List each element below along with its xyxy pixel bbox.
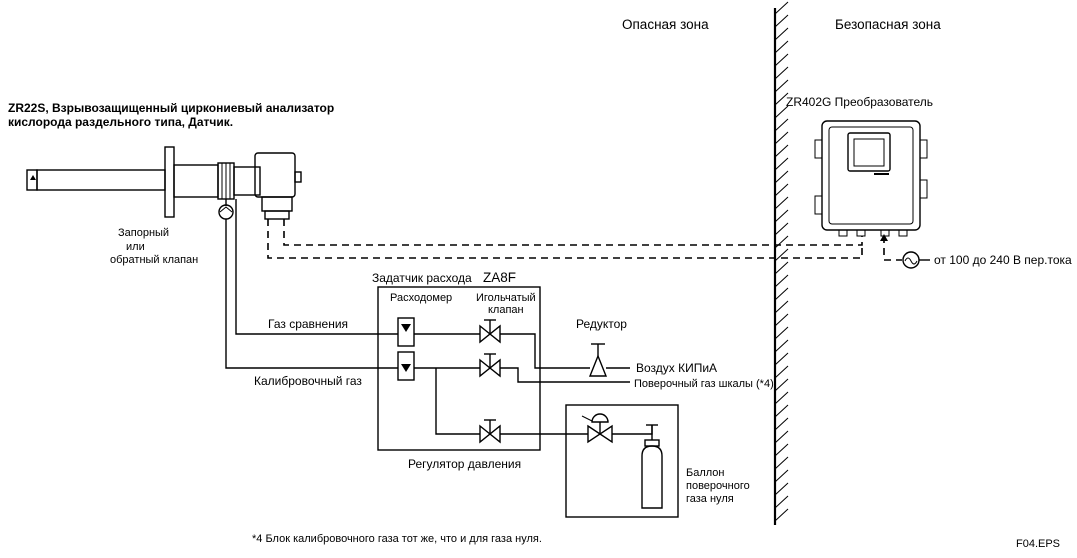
wall-hatch-line — [774, 196, 789, 210]
wall-hatch-line — [774, 235, 789, 249]
zone-wall — [773, 1, 789, 525]
reducer-label: Редуктор — [576, 317, 627, 331]
wall-hatch-line — [774, 92, 789, 106]
wall-hatch-line — [774, 209, 789, 223]
reducer-icon — [588, 343, 630, 377]
needle-valve-icon — [479, 419, 501, 444]
flowmeter-icon — [397, 351, 415, 381]
pressure-regulator-label: Регулятор давления — [408, 457, 521, 471]
wall-hatch-line — [774, 118, 789, 132]
wall-hatch-line — [774, 53, 789, 67]
wall-hatch-line — [774, 14, 789, 28]
converter-title: ZR402G Преобразователь — [786, 95, 933, 109]
wall-hatch-line — [774, 404, 789, 418]
sensor-title-line2: кислорода раздельного типа, Датчик. — [8, 115, 233, 129]
reference-gas-label: Газ сравнения — [268, 317, 348, 331]
wall-hatch-line — [774, 482, 789, 496]
valve-label-line2: или — [126, 241, 145, 253]
flow-setter-title: Задатчик расхода — [372, 271, 472, 285]
wall-hatch-line — [774, 248, 789, 262]
wall-hatch-line — [774, 339, 789, 353]
calibration-gas-line — [225, 219, 653, 435]
wall-hatch-line — [774, 378, 789, 392]
wall-hatch-line — [774, 417, 789, 431]
sensor-title-line1: ZR22S, Взрывозащищенный циркониевый анал… — [8, 101, 334, 115]
wall-hatch-line — [774, 508, 789, 522]
wall-hatch-line — [774, 287, 789, 301]
wall-hatch-line — [774, 222, 789, 236]
wall-hatch-line — [774, 157, 789, 171]
wall-hatch-line — [774, 313, 789, 327]
flow-setter-model: ZA8F — [483, 270, 516, 285]
wall-hatch-line — [774, 300, 789, 314]
wall-hatch-line — [774, 352, 789, 366]
wall-hatch-line — [774, 365, 789, 379]
wall-hatch-line — [774, 469, 789, 483]
footnote: *4 Блок калибровочного газа тот же, что … — [252, 533, 542, 545]
wall-hatch-line — [774, 456, 789, 470]
wall-hatch-line — [774, 79, 789, 93]
zr402g-converter — [814, 120, 928, 237]
cylinder-label-line2: поверочного — [686, 480, 750, 492]
zr22s-detector — [26, 146, 302, 220]
pressure-regulator-icon — [581, 413, 613, 444]
wall-hatch-line — [774, 27, 789, 41]
wall-hatch-line — [774, 144, 789, 158]
wall-hatch-line — [774, 66, 789, 80]
wall-hatch-line — [774, 1, 789, 15]
gas-cylinder-icon — [641, 424, 663, 509]
power-label: от 100 до 240 В пер.тока — [934, 253, 1072, 267]
flowmeter-icon — [397, 317, 415, 347]
cylinder-label-line1: Баллон — [686, 467, 725, 479]
flowmeter-label: Расходомер — [390, 292, 452, 304]
span-gas-label: Поверочный газ шкалы (*4) — [634, 378, 774, 390]
ac-source-icon — [902, 251, 930, 269]
valve-label-line3: обратный клапан — [110, 254, 198, 266]
wall-hatch-line — [774, 495, 789, 509]
wall-hatch-line — [774, 274, 789, 288]
needle-valve-icon — [479, 353, 501, 378]
zero-gas-unit-box — [565, 404, 679, 518]
cylinder-label-line3: газа нуля — [686, 493, 734, 505]
wall-hatch-line — [774, 261, 789, 275]
wall-hatch-line — [774, 170, 789, 184]
wall-hatch-line — [774, 326, 789, 340]
wall-hatch-line — [774, 183, 789, 197]
signal-cables — [267, 219, 902, 261]
needle-valve-icon — [479, 319, 501, 344]
wall-hatch-line — [774, 430, 789, 444]
calibration-gas-label: Калибровочный газ — [254, 374, 362, 388]
instrument-air-label: Воздух КИПиА — [636, 361, 717, 375]
reference-gas-line — [235, 199, 590, 369]
hazardous-zone-label: Опасная зона — [622, 17, 709, 32]
needle-valve-label-line1: Игольчатый — [476, 292, 536, 304]
wall-hatch-line — [774, 105, 789, 119]
needle-valve-label-line2: клапан — [488, 304, 524, 316]
file-id: F04.EPS — [1016, 538, 1060, 550]
valve-label-line1: Запорный — [118, 227, 169, 239]
wall-hatch-line — [774, 443, 789, 457]
wall-hatch-line — [774, 131, 789, 145]
wall-hatch-line — [774, 40, 789, 54]
safe-zone-label: Безопасная зона — [835, 17, 941, 32]
wall-hatch-line — [774, 391, 789, 405]
